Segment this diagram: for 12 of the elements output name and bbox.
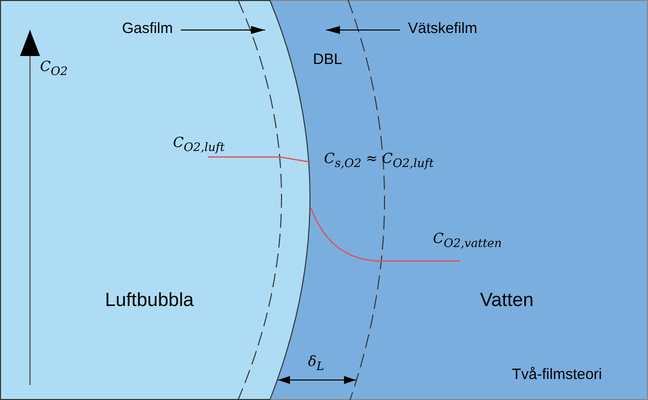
region-label: Vatten bbox=[480, 291, 534, 312]
region-label: Luftbubbla bbox=[105, 291, 194, 312]
film-label: Vätskefilm bbox=[408, 21, 478, 38]
arrow bbox=[180, 26, 266, 34]
caption-text: Två-filmsteori bbox=[512, 367, 602, 384]
concentration-label: C$_{O2,vatten}$ bbox=[433, 232, 502, 250]
zone-label: DBL bbox=[313, 52, 342, 68]
dimension-label: δ$_{L}$ bbox=[308, 355, 324, 373]
axis-label: C$_{O2}$ bbox=[40, 60, 68, 78]
film-label: Gasfilm bbox=[122, 21, 173, 38]
arrow bbox=[326, 26, 400, 34]
concentration-label: C$_{O2,luft}$ bbox=[173, 136, 225, 154]
